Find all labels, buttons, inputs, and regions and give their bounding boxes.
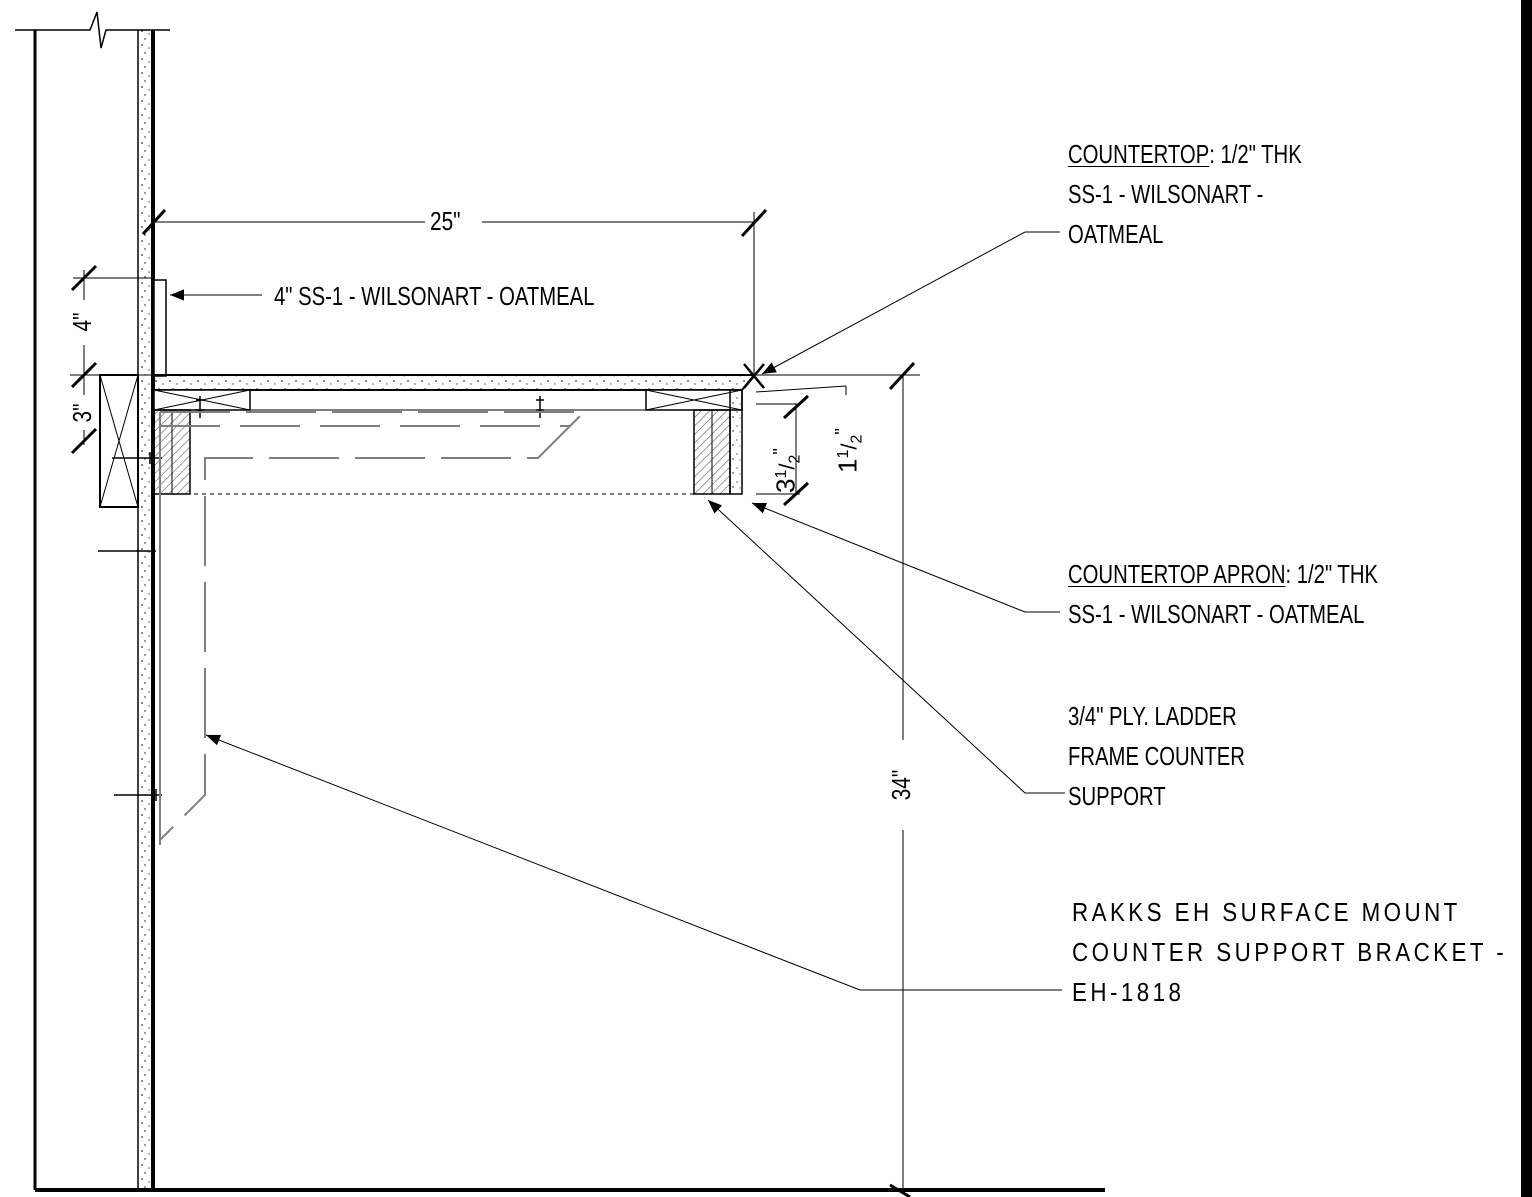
screws	[98, 396, 544, 801]
edge-depth-num: 1	[835, 449, 852, 459]
apron-depth-num: 1	[773, 469, 790, 479]
apron-depth-whole: 3	[770, 478, 801, 493]
apron-depth-inch: "	[769, 448, 790, 455]
wall-blocking	[99, 374, 139, 508]
countertop-note-line3: OATMEAL	[1068, 219, 1164, 249]
bracket-note-line2: COUNTER SUPPORT BRACKET -	[1072, 937, 1508, 967]
edge-depth-den: 2	[848, 434, 866, 444]
edge-depth-whole: 1	[832, 458, 863, 473]
ladder-frame-note: 3/4" PLY. LADDER FRAME COUNTER SUPPORT	[1068, 696, 1245, 816]
support-bracket-hidden	[159, 411, 587, 845]
width-dimension	[141, 208, 768, 376]
countertop-depth-label: 3"	[67, 403, 97, 423]
width-dimension-label: 25"	[430, 206, 461, 236]
apron-depth-den: 2	[786, 454, 804, 464]
sheet-border	[1521, 0, 1532, 1197]
backsplash-height-label: 4"	[67, 312, 97, 332]
edge-depth-label: 11/2"	[831, 428, 866, 473]
wall-section	[15, 11, 1105, 1192]
apron-depth-label: 31/2"	[769, 448, 804, 493]
bracket-note-line1: RAKKS EH SURFACE MOUNT	[1072, 897, 1461, 927]
countertop-note-title: COUNTERTOP	[1068, 139, 1210, 169]
left-dimensions	[70, 264, 154, 455]
ladder-note-line1: 3/4" PLY. LADDER	[1068, 701, 1237, 731]
countertop-leader	[761, 231, 1060, 375]
countertop-note-thk: : 1/2" THK	[1209, 139, 1302, 169]
ladder-note-line2: FRAME COUNTER	[1068, 741, 1245, 771]
apron-note: COUNTERTOP APRON: 1/2" THK SS-1 - WILSON…	[1068, 554, 1378, 634]
apron-note-title: COUNTERTOP APRON	[1068, 559, 1286, 589]
ladder-leader	[707, 499, 1065, 794]
apron-note-thk: : 1/2" THK	[1285, 559, 1378, 589]
apron-leader	[751, 502, 1060, 613]
height-dimension	[754, 361, 920, 1197]
countertop-note: COUNTERTOP: 1/2" THK SS-1 - WILSONART - …	[1068, 134, 1302, 254]
countertop-apron	[729, 389, 743, 495]
right-dimensions	[755, 385, 847, 507]
ladder-frame	[153, 409, 742, 495]
countertop-note-line2: SS-1 - WILSONART -	[1068, 179, 1264, 209]
ladder-note-line3: SUPPORT	[1068, 781, 1166, 811]
bracket-note: RAKKS EH SURFACE MOUNT COUNTER SUPPORT B…	[1072, 892, 1507, 1012]
edge-depth-inch: "	[831, 428, 852, 435]
counter-height-label: 34"	[886, 769, 916, 801]
backsplash	[153, 279, 167, 377]
countertop-blocking	[153, 389, 743, 411]
apron-note-line2: SS-1 - WILSONART - OATMEAL	[1068, 599, 1365, 629]
bracket-leader	[205, 734, 1062, 991]
backsplash-note: 4" SS-1 - WILSONART - OATMEAL	[274, 281, 595, 311]
countertop	[153, 374, 757, 391]
bracket-note-line3: EH-1818	[1072, 977, 1185, 1007]
